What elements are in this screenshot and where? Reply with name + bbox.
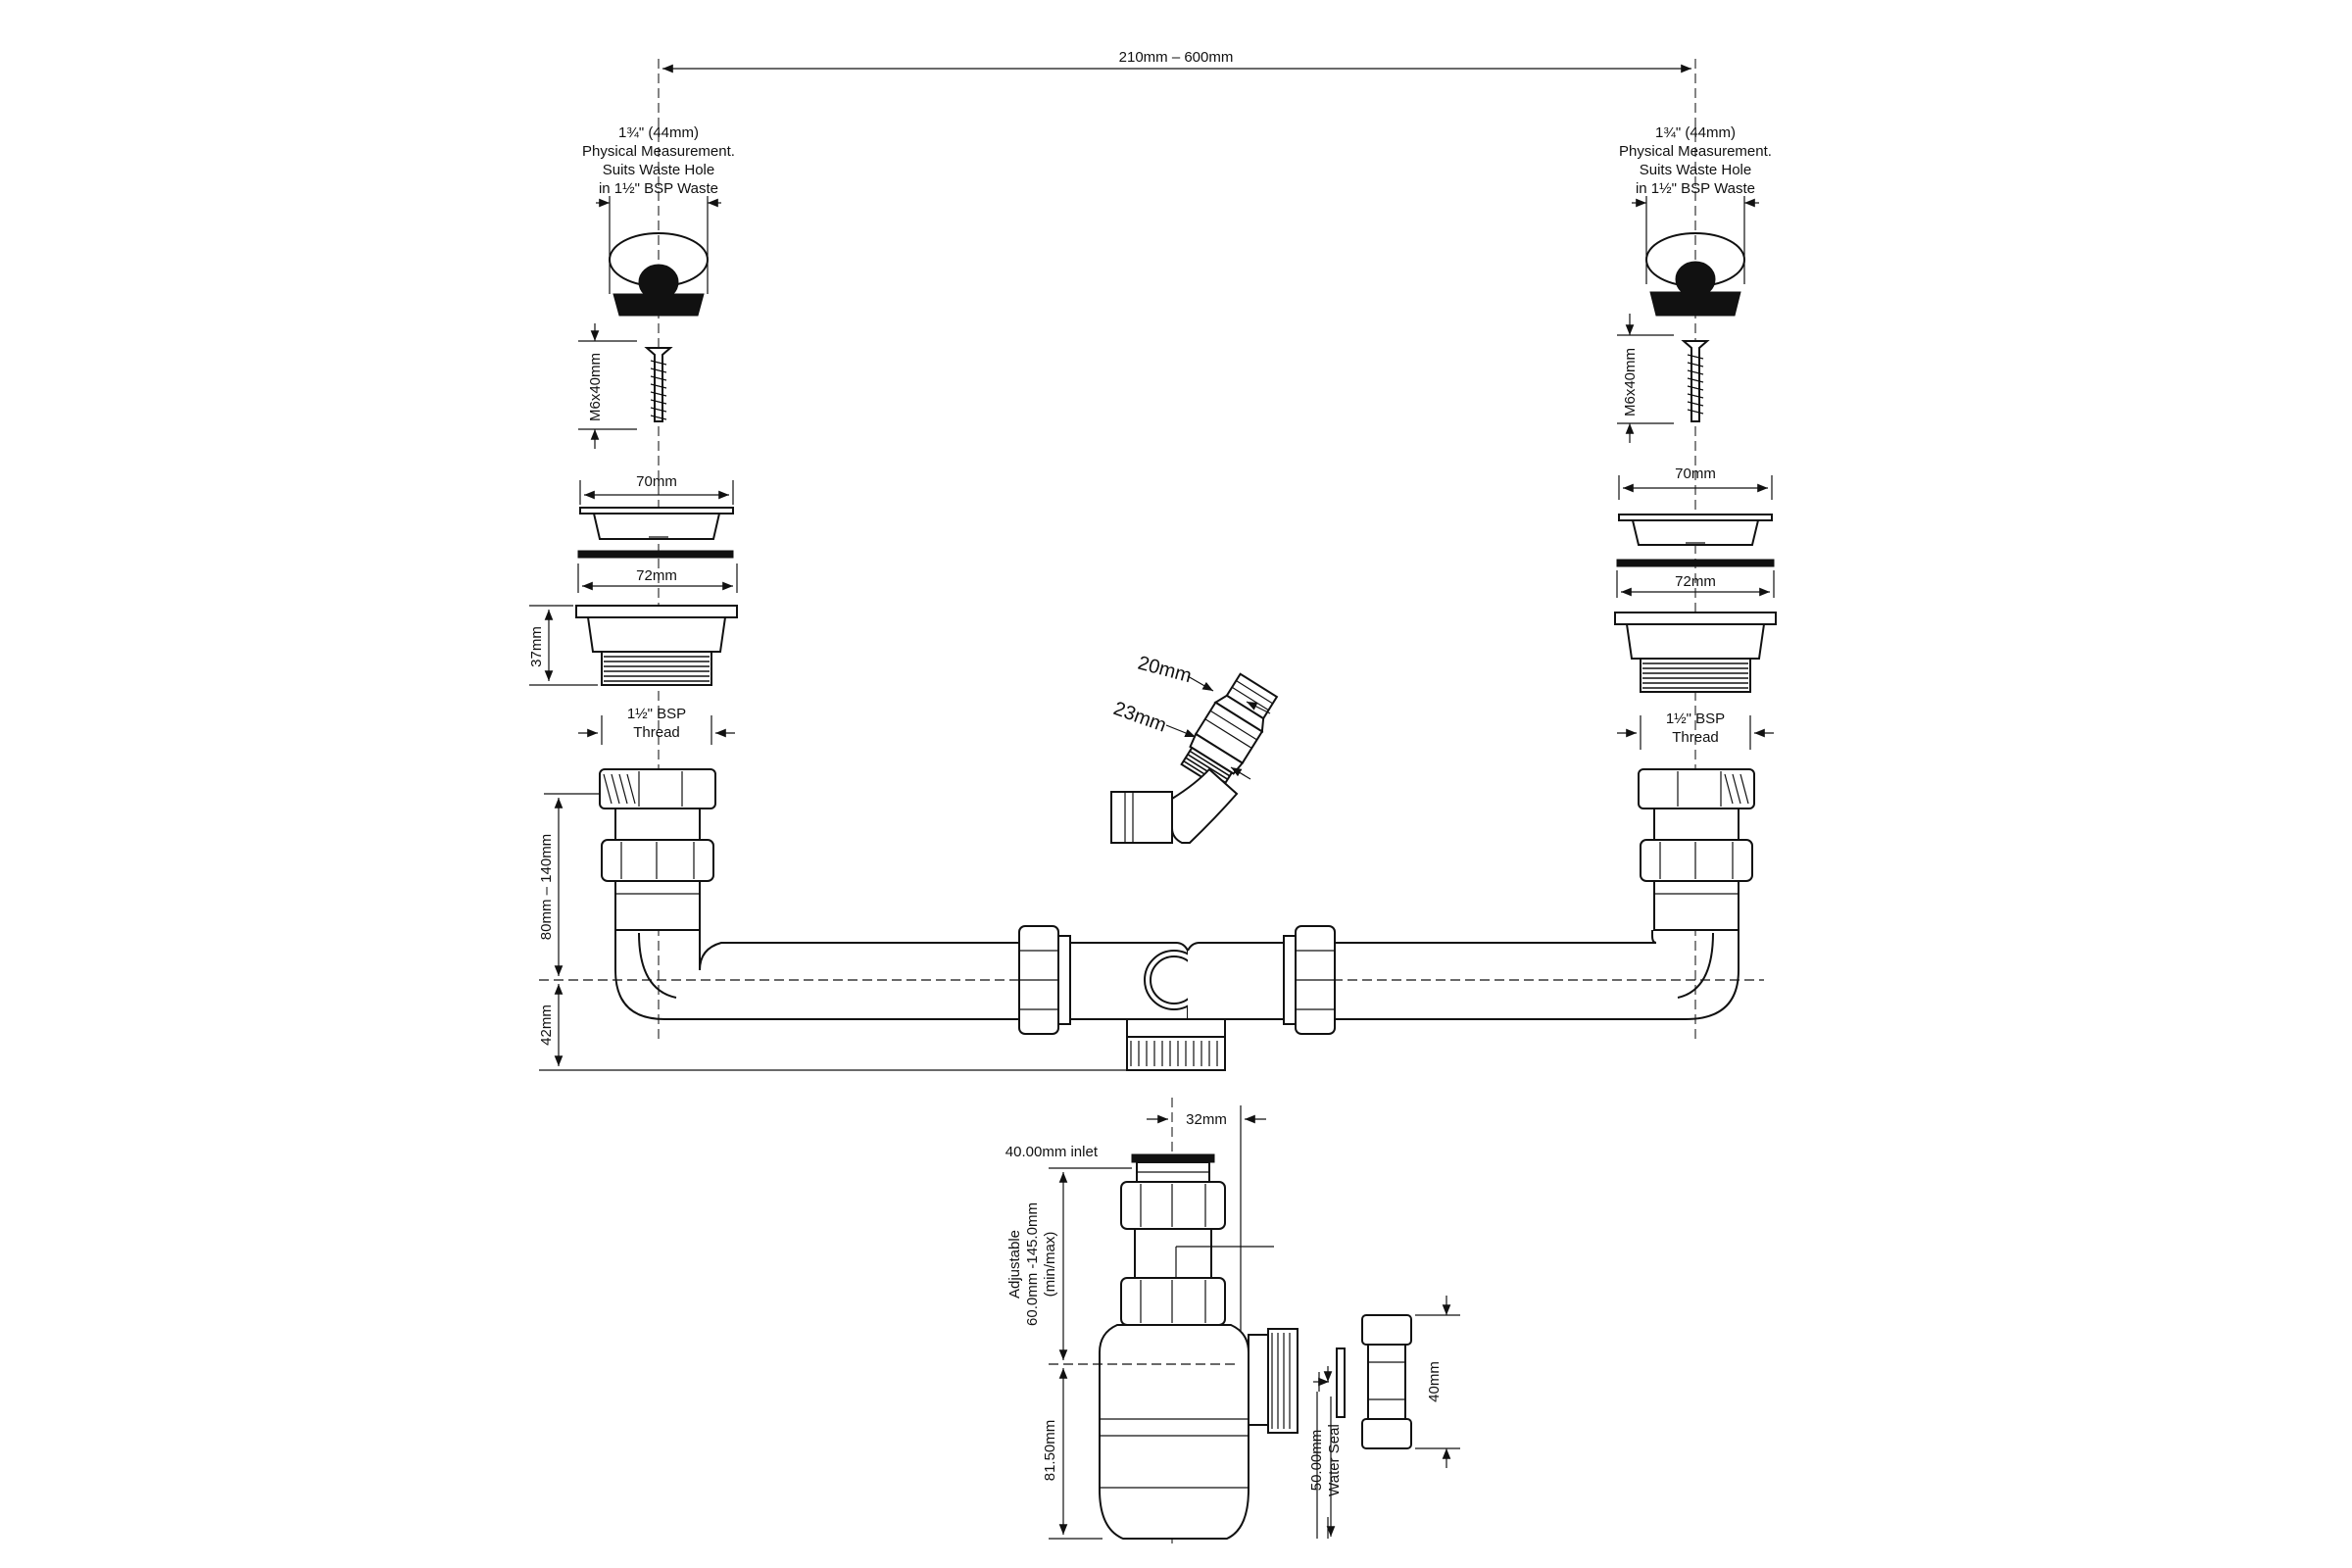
outlet-label: 40mm [1426,1361,1443,1402]
svg-text:Physical Measurement.: Physical Measurement. [582,143,735,160]
right-washer [1616,559,1775,567]
horizontal-overflow-pipe [614,925,1740,1071]
left-screw-label: M6x40mm [587,353,604,421]
right-thread-dim: 1½" BSP Thread [1617,710,1774,750]
right-flange-label: 72mm [1675,573,1716,590]
right-screw: M6x40mm [1617,314,1710,443]
angled-spigot: 20mm 23mm [1110,653,1279,844]
svg-text:1¾" (44mm): 1¾" (44mm) [618,124,699,141]
span-dimension: 210mm – 600mm [658,49,1696,1039]
left-flange-dim: 72mm [577,564,738,593]
right-tail-pipe [1638,768,1755,931]
left-body-height-label: 37mm [528,626,545,667]
svg-text:Suits Waste Hole: Suits Waste Hole [1640,162,1752,178]
left-grate: 70mm [579,473,734,540]
svg-text:Thread: Thread [1672,729,1719,746]
right-waste-body [1614,612,1777,693]
spigot-small-label: 20mm [1136,653,1194,688]
left-washer [577,550,734,559]
pipe-offset-label: 42mm [538,1004,555,1046]
svg-text:1½" BSP: 1½" BSP [1666,710,1725,727]
svg-text:in 1½" BSP Waste: in 1½" BSP Waste [599,180,718,197]
svg-text:Physical Measurement.: Physical Measurement. [1619,143,1772,160]
right-grate: 70mm [1618,466,1773,546]
bottle-trap: 32mm 40.00mm inlet [1005,1098,1460,1544]
tail-adjust-label: 80mm – 140mm [538,834,555,940]
svg-text:1¾" (44mm): 1¾" (44mm) [1655,124,1736,141]
svg-text:1½" BSP: 1½" BSP [627,706,686,722]
left-waste-body: 37mm [528,605,738,686]
left-grate-label: 70mm [636,473,677,490]
svg-text:in 1½" BSP Waste: in 1½" BSP Waste [1636,180,1755,197]
left-flange-label: 72mm [636,567,677,584]
left-plug [609,232,709,317]
left-screw: M6x40mm [578,323,673,449]
right-screw-label: M6x40mm [1622,348,1639,416]
adjustable-label-1: Adjustable [1006,1230,1023,1298]
trap-depth-label: 81.50mm [1042,1420,1058,1482]
right-waste-assembly: 1¾" (44mm) Physical Measurement. Suits W… [1614,124,1777,931]
svg-text:Thread: Thread [633,724,680,741]
span-label: 210mm – 600mm [1119,49,1234,66]
svg-text:Suits Waste Hole: Suits Waste Hole [603,162,715,178]
spigot-large-label: 23mm [1110,698,1169,737]
left-waste-hole-note: 1¾" (44mm) Physical Measurement. Suits W… [582,124,735,294]
left-waste-assembly: 1¾" (44mm) Physical Measurement. Suits W… [528,124,1764,1071]
water-seal-label-2: Water Seal [1326,1424,1343,1496]
adjustable-label-2: 60.0mm -145.0mm [1024,1202,1041,1326]
right-flange-dim: 72mm [1616,570,1775,598]
water-seal-label-1: 50.00mm [1308,1430,1325,1492]
inlet-label: 40.00mm inlet [1005,1144,1099,1160]
left-tail-pipe [599,768,716,931]
right-waste-hole-note: 1¾" (44mm) Physical Measurement. Suits W… [1619,124,1772,284]
left-thread-dim: 1½" BSP Thread [578,706,735,745]
right-grate-label: 70mm [1675,466,1716,482]
right-plug [1645,232,1745,317]
adjustable-label-3: (min/max) [1042,1232,1058,1298]
trap-offset-label: 32mm [1186,1111,1227,1128]
